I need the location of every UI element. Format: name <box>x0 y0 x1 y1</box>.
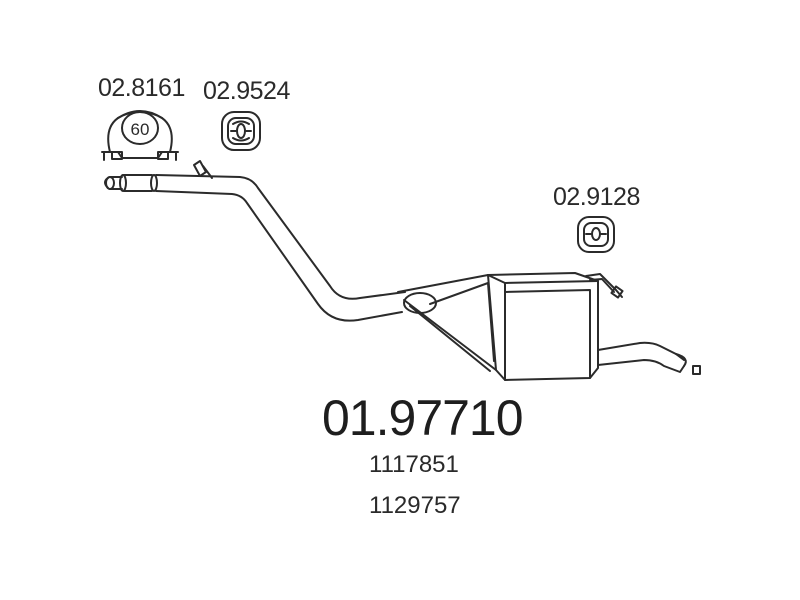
clamp-size-label: 60 <box>131 120 150 139</box>
rear-hanger-part-number: 02.9128 <box>553 183 640 211</box>
oem-number-1: 1117851 <box>369 451 459 478</box>
rear-silencer-icon <box>104 160 701 381</box>
oem-number-2: 1129757 <box>369 492 461 519</box>
rubber-hanger-icon-rear <box>577 216 615 253</box>
front-hanger-part-number: 02.9524 <box>203 77 290 105</box>
rubber-hanger-icon-front <box>221 111 261 151</box>
clamp-part-number: 02.8161 <box>98 74 185 102</box>
pipe-clamp-icon: 60 <box>101 110 179 161</box>
main-part-number: 01.97710 <box>322 390 524 446</box>
